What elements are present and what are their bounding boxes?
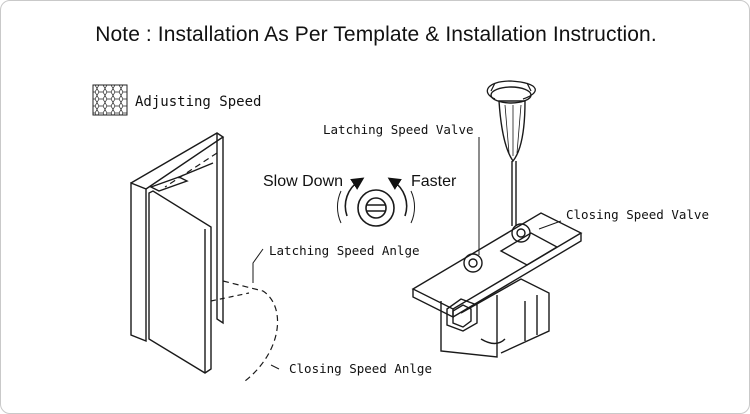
legend-label: Adjusting Speed: [135, 94, 262, 110]
latching-speed-angle-label: Latching Speed Anlge: [269, 243, 420, 258]
speed-adjust-dial: [337, 177, 415, 227]
door-closer-body: [411, 137, 583, 358]
faster-label: Faster: [411, 173, 457, 190]
installation-note: Note : Installation As Per Template & In…: [95, 23, 657, 46]
closing-speed-angle-label: Closing Speed Anlge: [289, 361, 432, 376]
rotate-arrow-icon: [486, 80, 536, 100]
slow-down-label: Slow Down: [263, 173, 344, 190]
latching-speed-valve-label: Latching Speed Valve: [323, 122, 474, 137]
door-drawing: [130, 132, 280, 382]
screwdriver-icon: [490, 82, 532, 226]
hexagon-legend-icon: [92, 84, 128, 116]
closing-speed-valve-label: Closing Speed Valve: [566, 207, 709, 222]
